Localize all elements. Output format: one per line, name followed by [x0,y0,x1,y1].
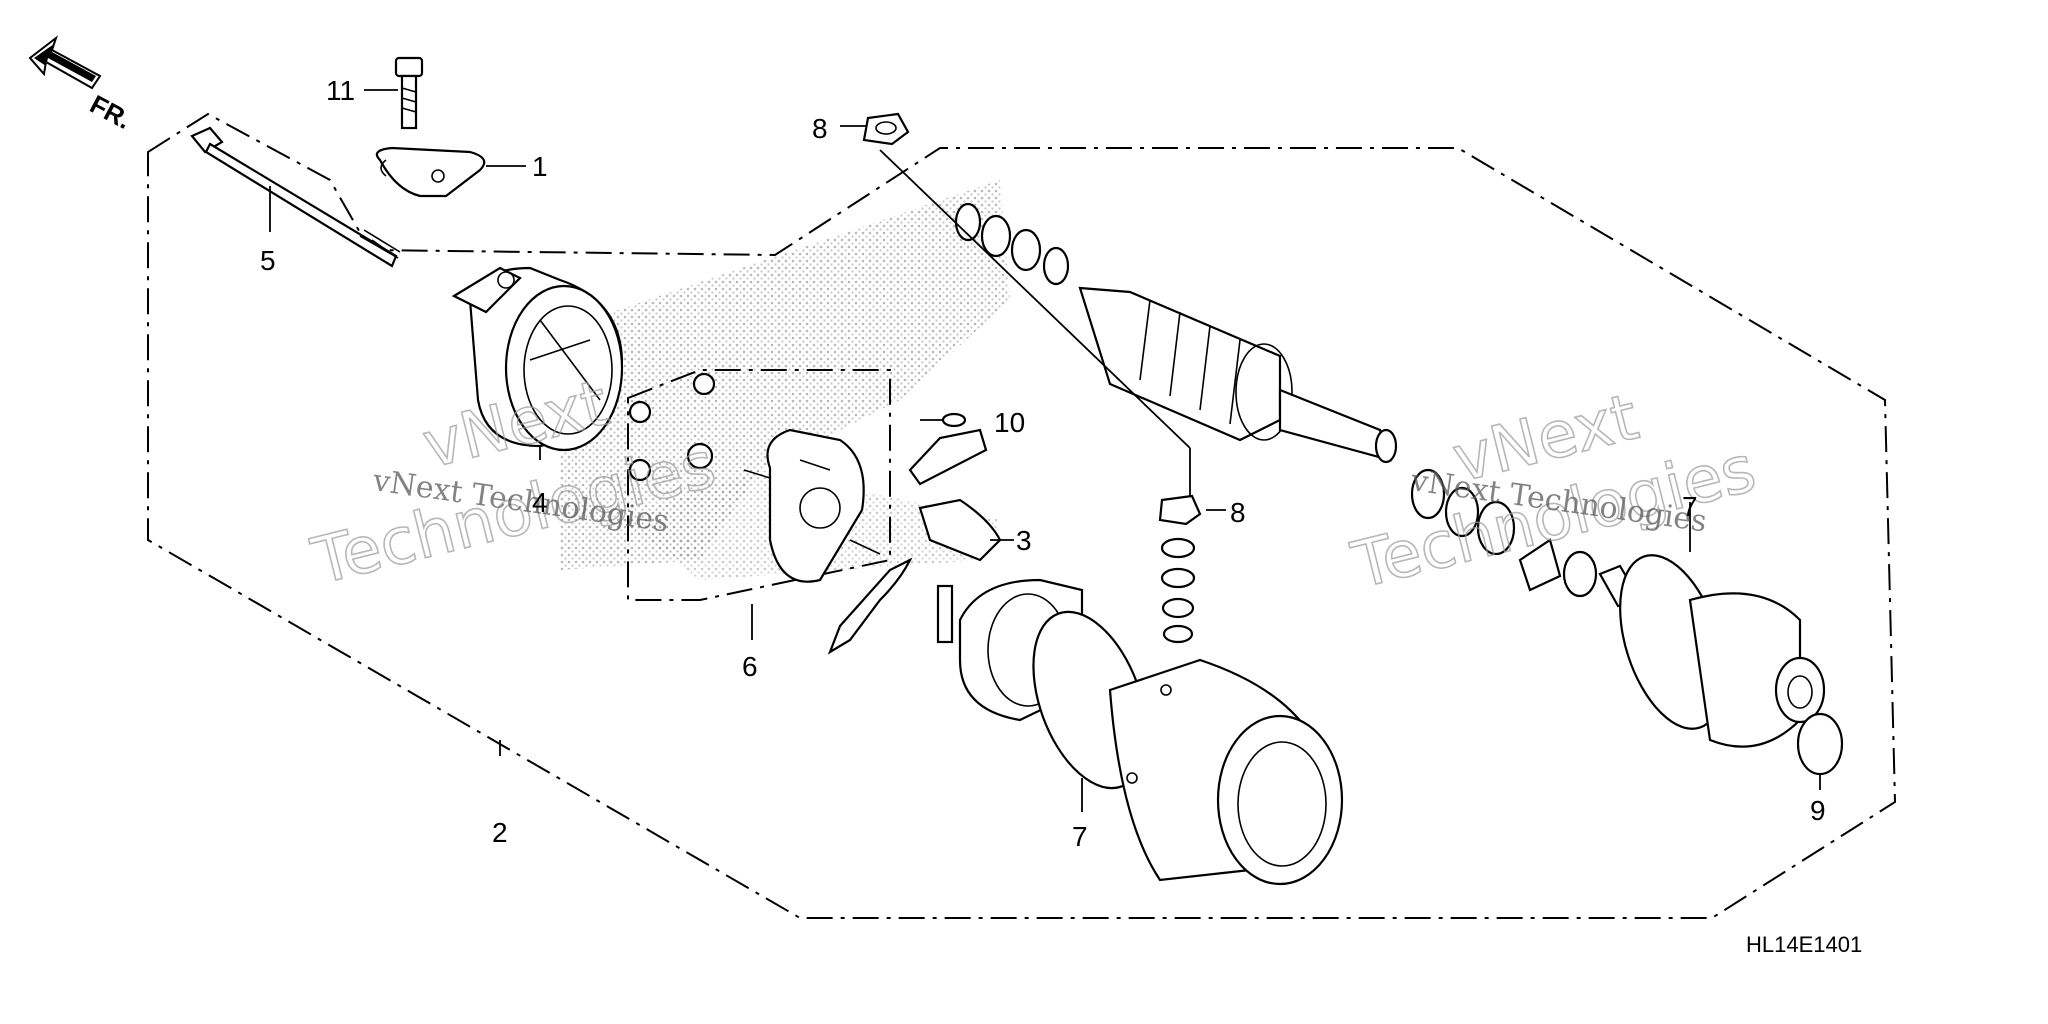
callout-2: 2 [492,817,508,848]
part-10-washer [908,412,988,486]
leader-lines [269,89,1821,812]
callout-11: 11 [326,75,355,106]
assembly-boundary-2 [147,112,1897,919]
callout-3: 3 [1016,525,1032,556]
front-housing [451,266,624,452]
front-direction-arrow: FR. [28,35,136,135]
callout-4: 4 [532,487,548,518]
callout-5: 5 [260,245,276,276]
part-8-nut-stack [1158,494,1202,644]
part-8-nut-top [862,112,910,146]
callout-labels: 11 1 5 2 4 8 8 10 3 6 7 7 9 [260,75,1826,852]
yoke-housing [958,578,1344,886]
rear-end-cover [1619,554,1826,748]
callout-9: 9 [1810,795,1826,826]
part-6-brush-holder [627,369,891,601]
callout-6: 6 [742,651,758,682]
armature [954,202,1398,464]
callout-8-stack: 8 [1230,497,1246,528]
part-1-bracket [375,146,486,198]
part-3-brush-plate [827,498,1002,655]
callout-10: 10 [994,407,1025,438]
callout-1: 1 [532,151,548,182]
callout-7-rear: 7 [1682,491,1698,522]
direction-label: FR. [85,89,136,135]
callout-7-yoke: 7 [1072,821,1088,852]
part-11-bolt [394,56,424,130]
diagram-code: HL14E1401 [1746,932,1862,957]
part-5-through-bolt [190,126,401,268]
part-9-o-ring [1796,712,1844,776]
callout-8-top: 8 [812,113,828,144]
